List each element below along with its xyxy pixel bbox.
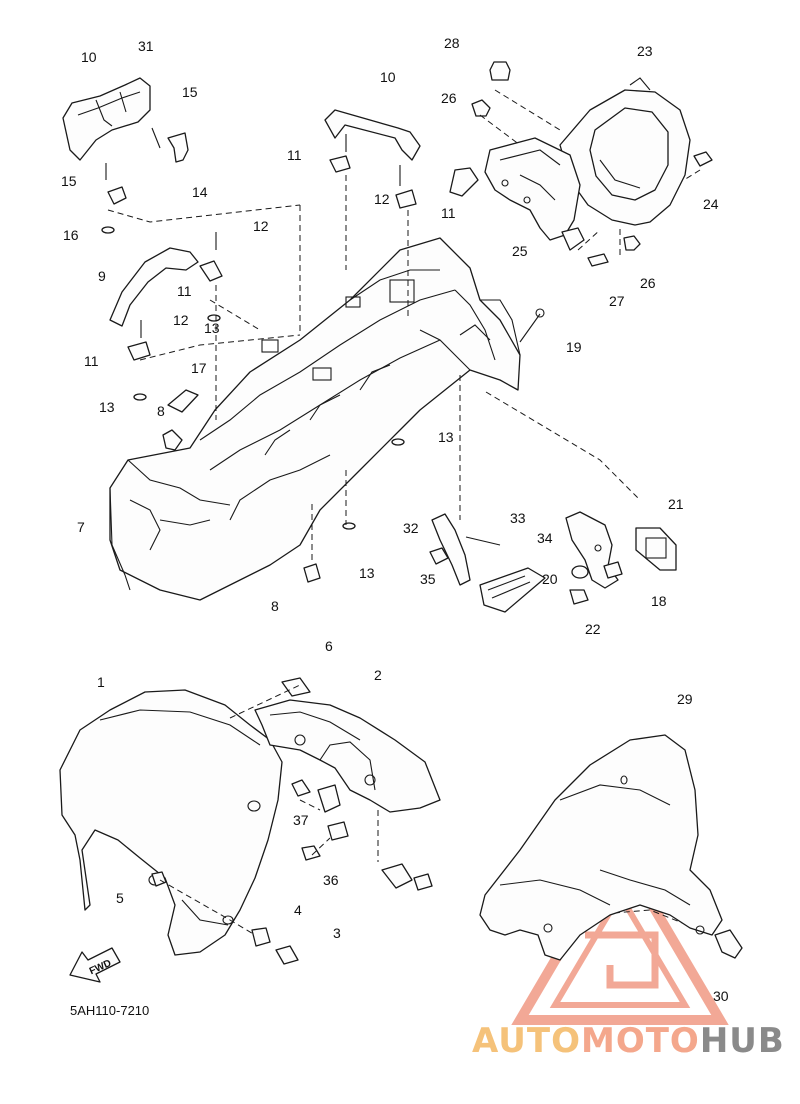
part-2-front-fender-inner <box>254 699 441 813</box>
watermark-auto: AUTO <box>472 1021 581 1061</box>
callout-c26a: 26 <box>441 90 457 106</box>
svg-text:AUTOMOTOHUB: AUTOMOTOHUB <box>472 1021 785 1061</box>
callout-c36: 36 <box>323 872 339 888</box>
callout-c32: 32 <box>403 520 419 536</box>
part-19-bolt <box>519 308 545 343</box>
callout-c28: 28 <box>444 35 460 51</box>
part-1-front-fender <box>59 689 283 956</box>
callout-c6: 6 <box>325 638 333 654</box>
callout-c11d: 11 <box>84 353 99 369</box>
callout-c2: 2 <box>374 667 382 683</box>
part-7-rear-fender <box>109 237 521 601</box>
part-8-bolts <box>162 429 321 583</box>
part-25-bracket <box>449 137 585 251</box>
callout-c17: 17 <box>191 360 207 376</box>
callout-c12b: 12 <box>374 191 390 207</box>
callout-c16: 16 <box>63 227 79 243</box>
callout-c30: 30 <box>713 988 729 1004</box>
callout-c14: 14 <box>192 184 208 200</box>
callout-c10a: 10 <box>81 49 97 65</box>
callout-c8b: 8 <box>271 598 279 614</box>
callout-c35: 35 <box>420 571 436 587</box>
watermark-moto: MOTO <box>581 1021 700 1061</box>
callout-c11a: 11 <box>287 147 302 163</box>
callout-c34: 34 <box>537 530 553 546</box>
callout-c33: 33 <box>510 510 526 526</box>
part-21-reflector <box>635 527 677 571</box>
callout-c37: 37 <box>293 812 309 828</box>
callout-c3: 3 <box>333 925 341 941</box>
watermark-hub: HUB <box>700 1021 785 1061</box>
callout-c11c: 11 <box>177 283 192 299</box>
callout-c22: 22 <box>585 621 601 637</box>
front-fender-fasteners <box>151 779 433 965</box>
watermark-text: AUTOMOTOHUB <box>472 1021 785 1061</box>
callout-c13b: 13 <box>99 399 115 415</box>
part-32-34-reflector-stay <box>429 513 546 613</box>
part-20-22-fasteners <box>569 561 623 605</box>
callout-c15b: 15 <box>61 173 77 189</box>
callout-c1: 1 <box>97 674 105 690</box>
callout-c13c: 13 <box>438 429 454 445</box>
watermark-g-shape <box>585 931 659 989</box>
callout-c7: 7 <box>77 519 85 535</box>
callout-c19: 19 <box>566 339 582 355</box>
callout-c24: 24 <box>703 196 719 212</box>
part-31-cover <box>62 77 151 161</box>
callout-c18: 18 <box>651 593 667 609</box>
part-29-hugger <box>479 734 743 961</box>
callout-c29: 29 <box>677 691 693 707</box>
part-14-15-brackets <box>105 127 189 205</box>
part-17-pad <box>167 389 199 413</box>
callout-c27: 27 <box>609 293 625 309</box>
callout-c26b: 26 <box>640 275 656 291</box>
callout-c10b: 10 <box>380 69 396 85</box>
callout-c12c: 12 <box>173 312 189 328</box>
callout-c31: 31 <box>138 38 154 54</box>
part-10-bracket <box>324 109 421 209</box>
fwd-arrow: FWD <box>69 947 121 983</box>
callout-c9: 9 <box>98 268 106 284</box>
callout-c20: 20 <box>542 571 558 587</box>
part-23-tail-housing <box>559 77 691 226</box>
callout-c4: 4 <box>294 902 302 918</box>
callout-c21: 21 <box>668 496 684 512</box>
callout-c8a: 8 <box>157 403 165 419</box>
callout-c23: 23 <box>637 43 653 59</box>
callout-c5: 5 <box>116 890 124 906</box>
part-26-28-fasteners <box>471 61 713 267</box>
callout-c13a: 13 <box>204 320 220 336</box>
assembly-lines-upper <box>107 89 701 560</box>
callout-c13d: 13 <box>359 565 375 581</box>
part-9-grab-bar <box>109 232 223 361</box>
callout-c11b: 11 <box>441 205 456 221</box>
callout-c15a: 15 <box>182 84 198 100</box>
callout-c25: 25 <box>512 243 528 259</box>
diagram-code: 5AH110-7210 <box>70 1003 149 1018</box>
callout-c12a: 12 <box>253 218 269 234</box>
